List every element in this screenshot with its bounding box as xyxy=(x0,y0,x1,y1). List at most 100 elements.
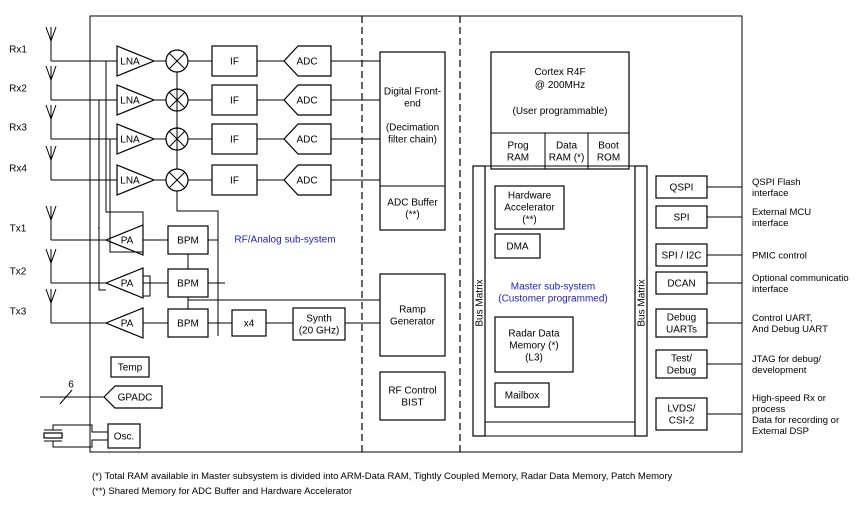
gpadc-block xyxy=(103,385,163,409)
osc-label: Osc. xyxy=(114,432,135,443)
bpm-label: BPM xyxy=(177,319,199,330)
lo-feed-line xyxy=(176,191,219,336)
interface-dcan-label: DCAN xyxy=(667,279,695,290)
adc-label: ADC xyxy=(296,96,317,107)
crystal-icon xyxy=(43,429,63,442)
tx-chain-2-antenna-icon xyxy=(45,248,57,283)
if-filter-box xyxy=(211,123,258,155)
synth-label: Synth(20 GHz) xyxy=(299,314,340,337)
digital-frontend-box xyxy=(379,51,446,231)
interface-test-debug-label: Test/Debug xyxy=(667,354,696,377)
lna-label: LNA xyxy=(120,176,140,187)
adc-label: ADC xyxy=(296,135,317,146)
interface-spi-label: SPI xyxy=(673,213,689,224)
chip-boundary xyxy=(89,15,743,453)
interface-spi-i2c-description: PMIC control xyxy=(752,251,807,262)
cortex-label: Cortex R4F@ 200MHz(User programmable) xyxy=(512,67,607,117)
mixer-cross xyxy=(168,171,186,189)
dma-label: DMA xyxy=(506,242,529,253)
hardware-accelerator-box xyxy=(494,185,565,230)
lna-amplifier-icon xyxy=(116,164,156,196)
mailbox-box xyxy=(494,382,550,408)
bpm-label: BPM xyxy=(177,279,199,290)
pa-label: PA xyxy=(121,236,134,247)
if-filter-box xyxy=(211,84,258,116)
master-subsystem-label: Master sub-system(Customer programmed) xyxy=(498,282,607,305)
lna-label: LNA xyxy=(120,57,140,68)
if-filter-box xyxy=(211,45,258,77)
dma-box xyxy=(494,233,541,259)
rf-subsystem-label: RF/Analog sub-system xyxy=(234,235,335,246)
rx-chain-4-label: Rx4 xyxy=(9,164,27,175)
synth-box xyxy=(292,307,346,341)
lna-label: LNA xyxy=(120,135,140,146)
pa-link xyxy=(143,275,151,297)
rx-chain-2-label: Rx2 xyxy=(9,84,27,95)
osc-box xyxy=(107,423,141,449)
bus-slash xyxy=(59,389,73,405)
loopback-line-4 xyxy=(98,228,106,291)
mailbox-label: Mailbox xyxy=(505,391,539,402)
tx-chain-3-antenna-icon xyxy=(45,288,57,323)
tx-chain-2-label: Tx2 xyxy=(10,267,27,278)
rx-chain-3-antenna-icon xyxy=(45,104,57,139)
adc-label: ADC xyxy=(296,176,317,187)
gpadc-bus-width: 6 xyxy=(68,380,74,391)
temp-sensor-box xyxy=(110,356,150,378)
gpadc-label: GPADC xyxy=(118,393,153,404)
bus-matrix-label-left: Bus Matrix xyxy=(475,279,486,326)
mixer-cross xyxy=(168,52,186,70)
bus-matrix-label-right: Bus Matrix xyxy=(637,279,648,326)
loopback-line-2 xyxy=(98,100,100,229)
cortex-r4f-box xyxy=(490,51,630,170)
osc-line xyxy=(52,424,108,433)
loopback-line-3 xyxy=(109,138,143,253)
adc-label: ADC xyxy=(296,57,317,68)
if-label: IF xyxy=(230,135,239,146)
interface-spi-i2c-label: SPI / I2C xyxy=(661,251,701,262)
rf-control-box xyxy=(379,371,446,421)
adc-buffer-label: ADC Buffer(**) xyxy=(387,198,438,221)
tx-chain-1-antenna-icon xyxy=(45,205,57,240)
interface-test-debug-description: JTAG for debug/development xyxy=(752,354,821,376)
tx-chain-1-label: Tx1 xyxy=(10,224,27,235)
bus-matrix-right xyxy=(634,165,648,437)
rx-chain-3-label: Rx3 xyxy=(9,123,27,134)
x4-multiplier-box xyxy=(231,309,267,337)
ramp-generator-box xyxy=(379,273,446,357)
pa-label: PA xyxy=(121,279,134,290)
bus-matrix-left xyxy=(472,165,486,437)
if-label: IF xyxy=(230,96,239,107)
loopback-line-1 xyxy=(105,61,144,240)
temp-label: Temp xyxy=(118,363,143,374)
interface-lvds-csi-2-box xyxy=(655,397,708,431)
interface-qspi-label: QSPI xyxy=(670,183,694,194)
bpm-box xyxy=(167,225,209,255)
lna-amplifier-icon xyxy=(116,84,156,116)
bpm-label: BPM xyxy=(177,236,199,247)
tx-chain-3-label: Tx3 xyxy=(10,307,27,318)
osc-line xyxy=(52,439,108,448)
radar-data-memory-box xyxy=(494,316,574,373)
if-label: IF xyxy=(230,57,239,68)
rx-chain-1-antenna-icon xyxy=(45,26,57,61)
rx-chain-2-antenna-icon xyxy=(45,65,57,100)
if-label: IF xyxy=(230,176,239,187)
footnote-shared-memory: (**) Shared Memory for ADC Buffer and Ha… xyxy=(92,486,353,497)
interface-debug-uarts-description: Control UART,And Debug UART xyxy=(752,313,828,335)
rx-chain-1-label: Rx1 xyxy=(9,45,27,56)
